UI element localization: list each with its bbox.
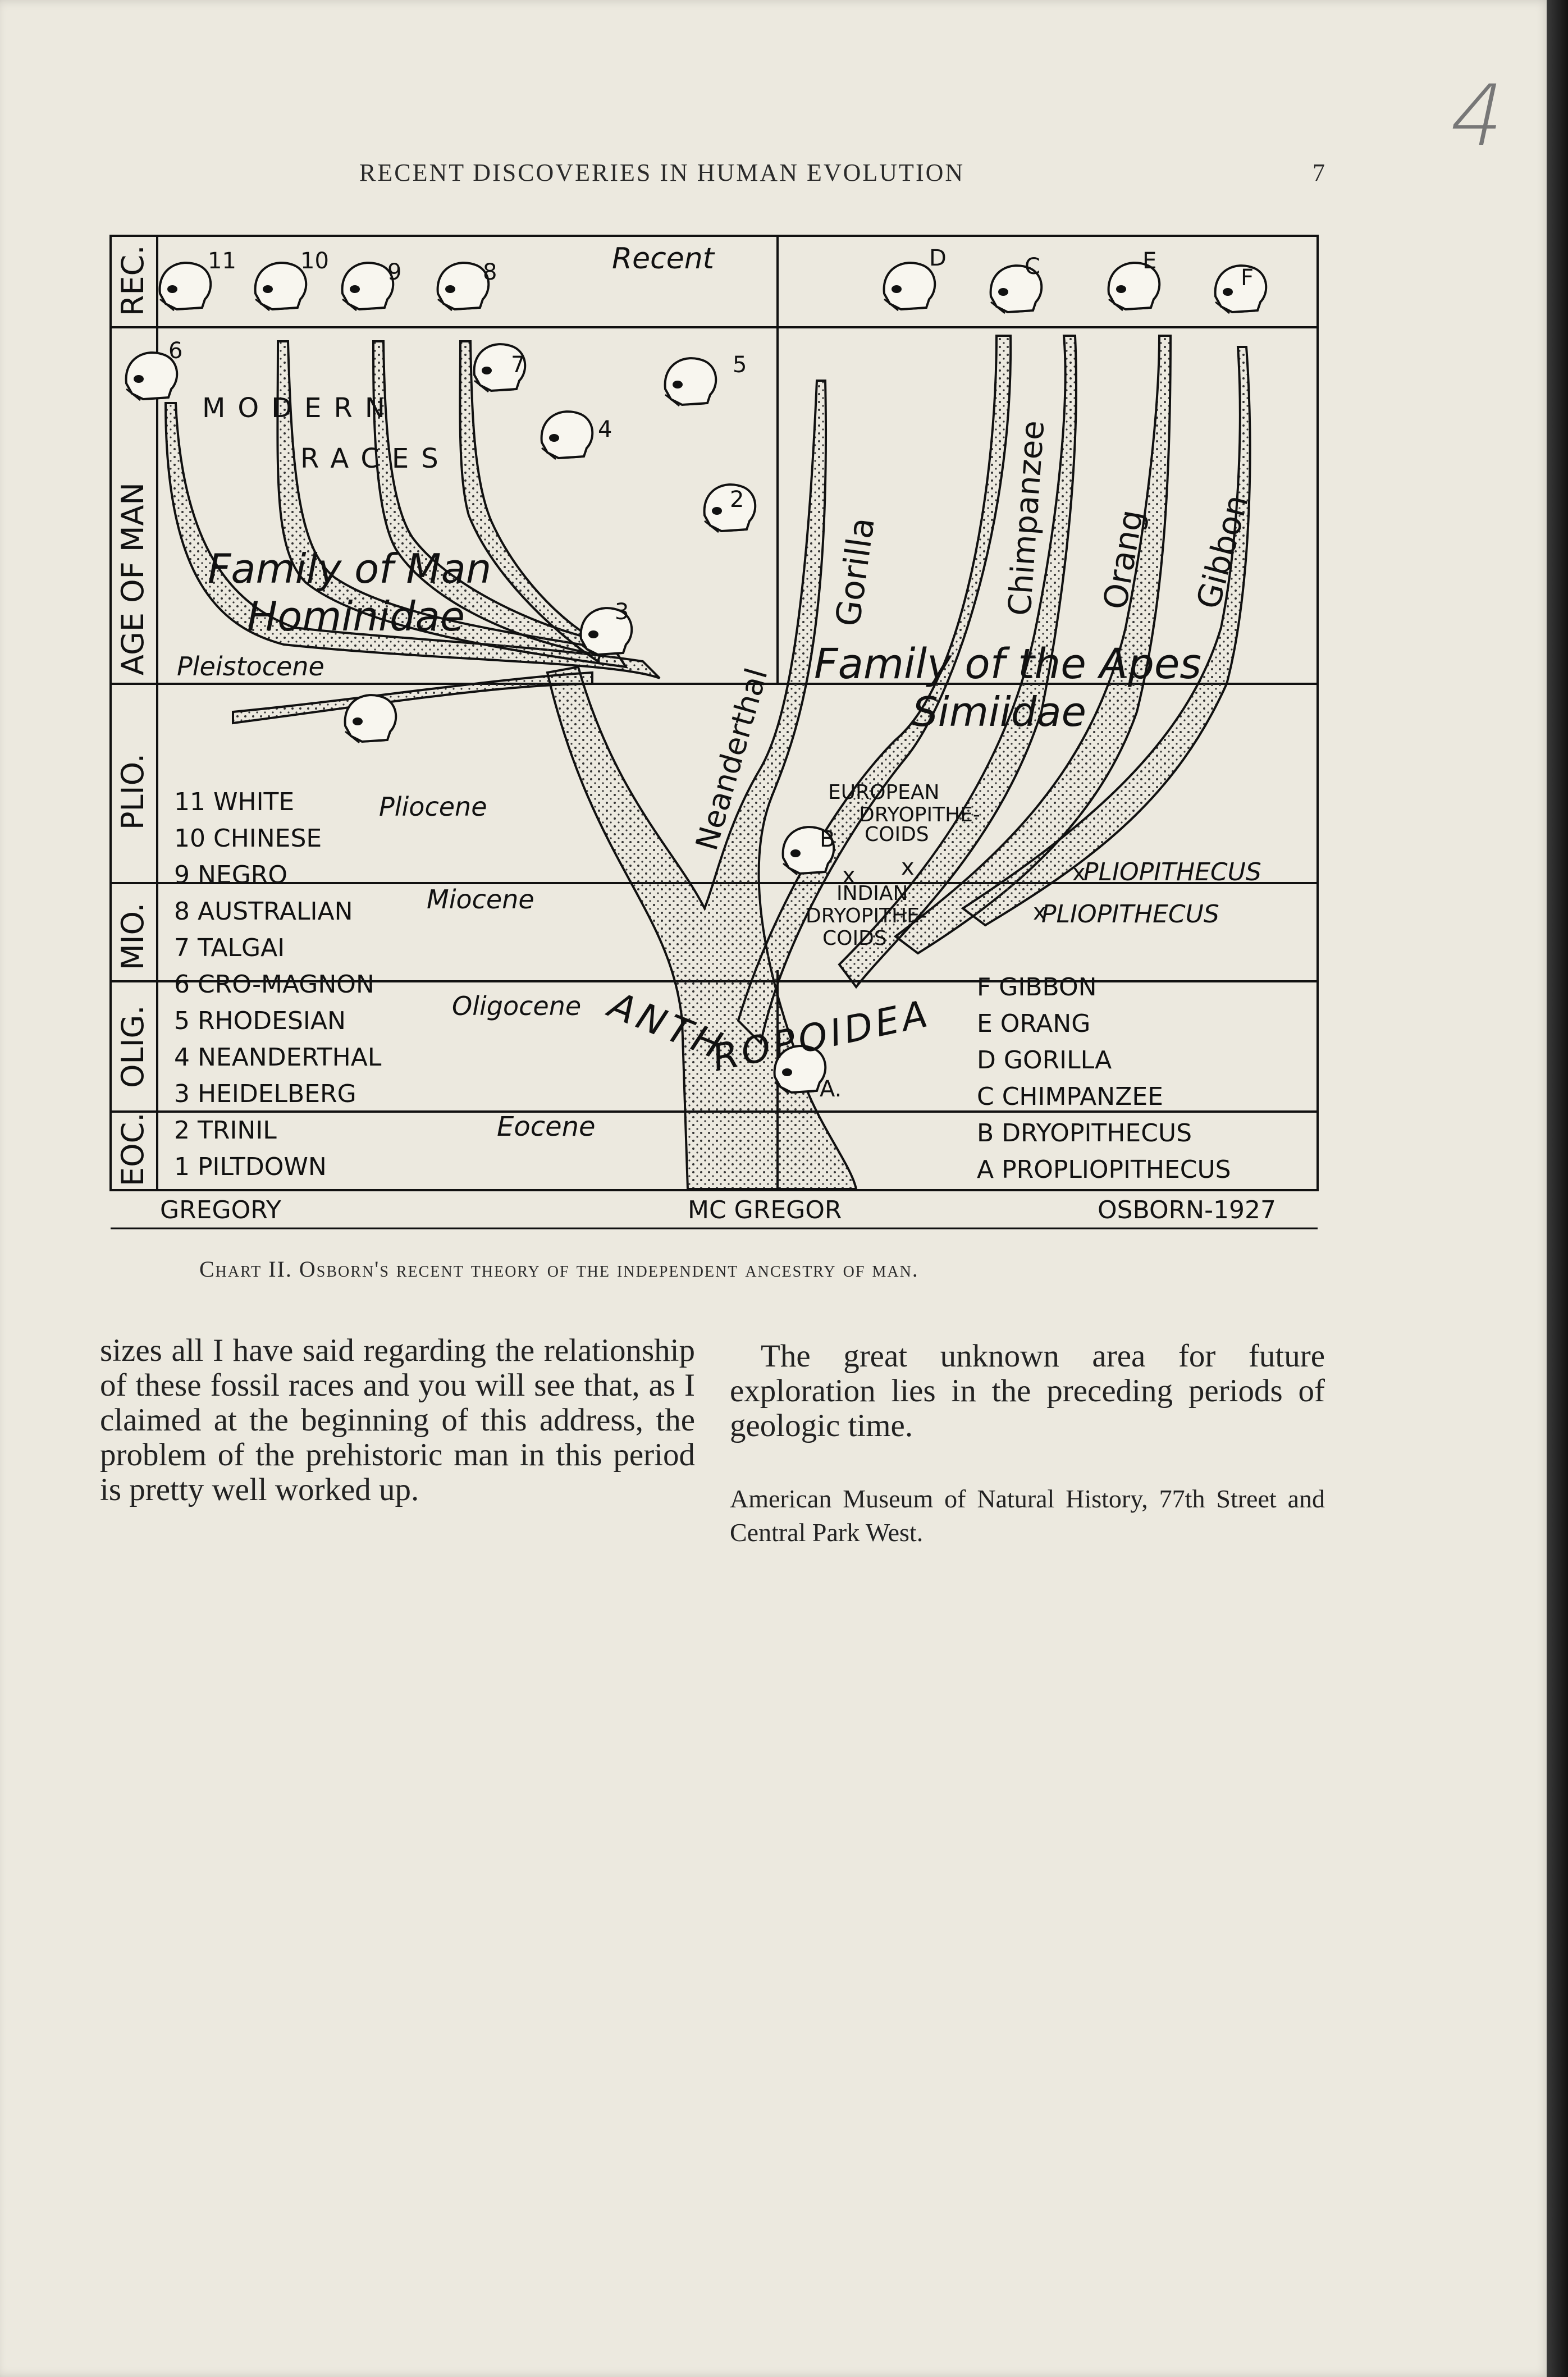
svg-text:C CHIMPANZEE: C CHIMPANZEE [977, 1082, 1163, 1111]
skull-D [883, 262, 936, 312]
period-olig: OLIG. [115, 1005, 150, 1088]
epoch-oligocene: Oligocene [452, 991, 581, 1021]
label-dryopithe-2: DRYOPITHE- [806, 904, 927, 927]
svg-text:6 CRO-MAGNON: 6 CRO-MAGNON [174, 970, 374, 999]
label-races: RACES [300, 443, 451, 474]
chart-caption: Chart II. Osborn's recent theory of the … [199, 1256, 919, 1282]
period-age-of-man: AGE OF MAN [115, 482, 150, 675]
period-rec: REC. [115, 245, 150, 316]
skull-4 [540, 410, 594, 460]
left-column-paragraph: sizes all I have said regarding the rela… [100, 1333, 695, 1507]
footer-address-note: American Museum of Natural History, 77th… [730, 1484, 1325, 1547]
svg-text:4: 4 [598, 417, 612, 442]
svg-text:6: 6 [168, 338, 182, 364]
svg-text:11 WHITE: 11 WHITE [174, 788, 294, 816]
label-hominidae: Hominidae [247, 593, 465, 640]
skull-numbers: 11 10 9 8 7 6 5 4 3 2 [168, 248, 747, 625]
mark-x-2: x [901, 854, 915, 880]
right-column-paragraph: The great unknown area for future explor… [730, 1338, 1325, 1443]
svg-text:3 HEIDELBERG: 3 HEIDELBERG [174, 1080, 356, 1108]
svg-text:9 NEGRO: 9 NEGRO [174, 861, 287, 889]
svg-text:3: 3 [615, 599, 629, 625]
svg-text:E: E [1142, 248, 1156, 274]
period-labels: REC. AGE OF MAN PLIO. MIO. OLIG. EOC. [115, 245, 150, 1186]
epoch-eocene: Eocene [497, 1111, 596, 1142]
svg-text:D: D [929, 245, 947, 271]
svg-text:E ORANG: E ORANG [977, 1009, 1090, 1038]
svg-text:B DRYOPITHECUS: B DRYOPITHECUS [977, 1119, 1192, 1148]
svg-text:A.: A. [820, 1076, 842, 1102]
label-pliopithecus-2: PLIOPITHECUS [1041, 900, 1219, 929]
page-edge [1547, 0, 1568, 2377]
skull-pliocene [344, 694, 397, 744]
period-plio: PLIO. [115, 753, 150, 830]
svg-text:C: C [1025, 254, 1040, 280]
label-pliopithecus-1: PLIOPITHECUS [1084, 858, 1261, 886]
skull-10 [254, 262, 308, 312]
label-family-of-apes: Family of the Apes [814, 640, 1201, 688]
svg-text:D GORILLA: D GORILLA [977, 1046, 1112, 1075]
svg-text:5: 5 [733, 352, 747, 378]
man-legend: 11 WHITE 10 CHINESE 9 NEGRO 8 AUSTRALIAN… [174, 788, 382, 1181]
tree-labels: MODERN RACES Family of Man Hominidae Nea… [202, 392, 1261, 1080]
mark-x-3: x [1072, 860, 1086, 886]
svg-text:2: 2 [730, 487, 744, 513]
epoch-labels: Recent Pleistocene Pliocene Miocene Olig… [177, 242, 715, 1142]
svg-text:10: 10 [300, 248, 329, 274]
skull-11 [158, 262, 212, 312]
period-eoc: EOC. [115, 1113, 150, 1187]
epoch-pliocene: Pliocene [379, 792, 487, 822]
label-gorilla: Gorilla [829, 515, 883, 629]
mark-x-4: x [1033, 899, 1046, 925]
svg-text:8: 8 [483, 259, 497, 285]
svg-text:11: 11 [208, 248, 236, 274]
svg-text:4 NEANDERTHAL: 4 NEANDERTHAL [174, 1043, 382, 1072]
period-mio: MIO. [115, 903, 150, 970]
label-dryopithe-1: DRYOPITHE- [859, 803, 980, 826]
svg-text:2 TRINIL: 2 TRINIL [174, 1116, 277, 1145]
mark-x-1: x [842, 863, 856, 889]
label-coids-1: COIDS [865, 823, 929, 846]
epoch-pleistocene: Pleistocene [177, 651, 324, 682]
evolution-chart: REC. AGE OF MAN PLIO. MIO. OLIG. EOC. [109, 235, 1319, 1229]
ape-legend: F GIBBON E ORANG D GORILLA C CHIMPANZEE … [977, 973, 1231, 1184]
epoch-miocene: Miocene [427, 884, 534, 915]
svg-text:1 PILTDOWN: 1 PILTDOWN [174, 1153, 327, 1181]
skull-8 [436, 262, 490, 312]
svg-text:10 CHINESE: 10 CHINESE [174, 824, 322, 853]
label-family-of-man: Family of Man [208, 545, 491, 592]
svg-text:B: B [820, 826, 835, 852]
page-number: 7 [1313, 159, 1325, 186]
svg-text:9: 9 [387, 259, 401, 285]
svg-text:F: F [1241, 265, 1254, 291]
credit-osborn: OSBORN-1927 [1098, 1196, 1276, 1224]
svg-text:5 RHODESIAN: 5 RHODESIAN [174, 1007, 346, 1035]
epoch-recent: Recent [612, 242, 715, 276]
svg-text:A PROPLIOPITHECUS: A PROPLIOPITHECUS [977, 1155, 1231, 1184]
label-modern: MODERN [202, 392, 397, 424]
svg-text:8 AUSTRALIAN: 8 AUSTRALIAN [174, 897, 353, 926]
credit-mcgregor: MC GREGOR [688, 1196, 842, 1224]
running-header: RECENT DISCOVERIES IN HUMAN EVOLUTION [359, 159, 965, 186]
label-coids-2: COIDS [822, 927, 887, 950]
label-simiidae: Simiidae [912, 688, 1086, 735]
credit-gregory: GREGORY [160, 1196, 281, 1224]
skull-9 [341, 262, 395, 312]
skull-letters: D C E F B A. [820, 245, 1254, 1102]
svg-text:7 TALGAI: 7 TALGAI [174, 934, 285, 962]
svg-text:7: 7 [511, 352, 525, 378]
label-european: EUROPEAN [828, 781, 939, 804]
chart-credits: GREGORY MC GREGOR OSBORN-1927 [160, 1196, 1276, 1224]
skull-5 [664, 357, 717, 407]
label-indian: INDIAN [836, 882, 908, 905]
chart-svg: REC. AGE OF MAN PLIO. MIO. OLIG. EOC. [109, 235, 1319, 1229]
svg-text:F GIBBON: F GIBBON [977, 973, 1097, 1002]
